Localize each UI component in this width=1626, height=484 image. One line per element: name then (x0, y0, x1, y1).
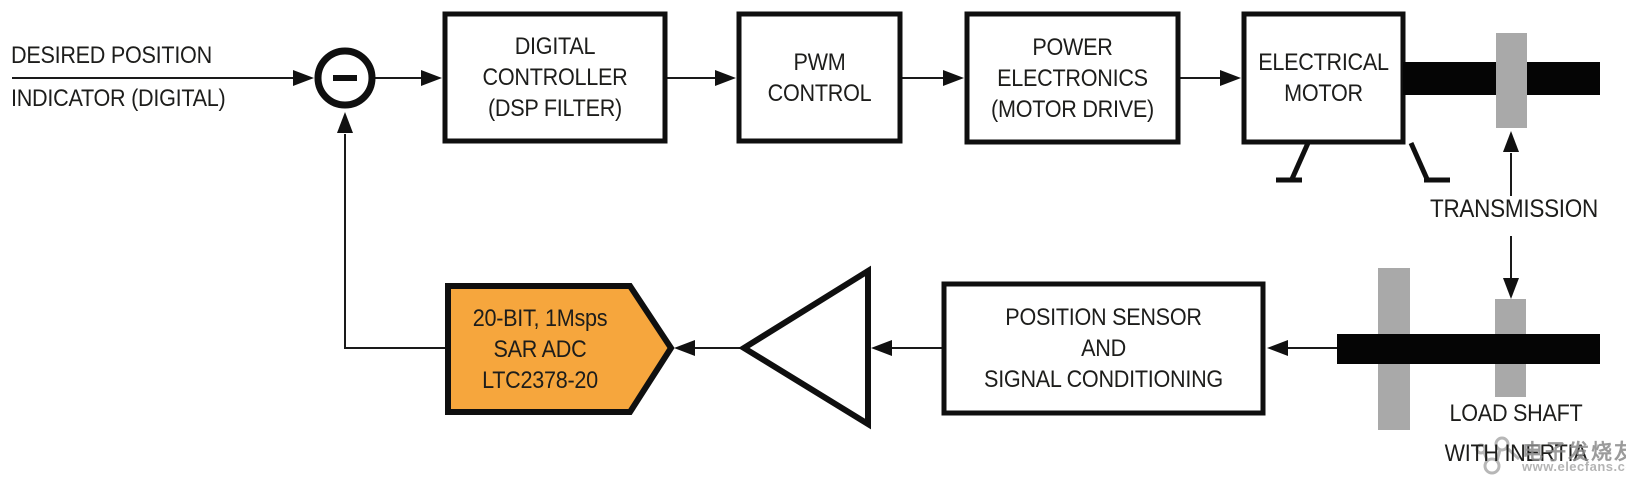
signal-lines (12, 77, 1512, 349)
block-text: PWM (793, 48, 846, 76)
position-sensor-label: POSITION SENSOR AND SIGNAL CONDITIONING (960, 284, 1247, 413)
arrowhead-into-pwm-icon (715, 70, 736, 86)
block-text: MOTOR (1284, 80, 1363, 107)
block-text: LTC2378-20 (482, 366, 598, 394)
arrowhead-into-power-icon (943, 70, 964, 86)
block-text: ELECTRONICS (997, 64, 1148, 92)
power-electronics-label: POWER ELECTRONICS (MOTOR DRIVE) (978, 14, 1168, 142)
transmission-label: TRANSMISSION (1419, 194, 1610, 224)
arrowhead-into-amp-icon (871, 340, 892, 356)
block-text: CONTROLLER (482, 64, 628, 91)
arrowheads (293, 70, 1519, 356)
adc-pentagon (445, 283, 675, 415)
adc-label: 20-BIT, 1Msps SAR ADC LTC2378-20 (459, 288, 621, 410)
watermark-logo-icon (1475, 436, 1521, 475)
electrical-motor-box (1241, 11, 1406, 145)
pwm-control-box (736, 11, 903, 144)
block-text: SIGNAL CONDITIONING (984, 366, 1223, 393)
arrowhead-into-summing-icon (293, 70, 314, 86)
block-text: (DSP FILTER) (488, 95, 622, 122)
block-text: ELECTRICAL (1258, 49, 1389, 76)
arrowhead-into-adc-icon (674, 340, 695, 356)
input-signal-label: DESIRED POSITION INDICATOR (DIGITAL) (11, 40, 236, 114)
digital-controller-box (442, 11, 668, 144)
input-signal-line1: DESIRED POSITION (11, 42, 212, 69)
block-text: 20-BIT, 1Msps (472, 304, 608, 332)
adc-to-summing-line (344, 134, 447, 349)
arrowhead-into-sensor-icon (1267, 340, 1288, 356)
amplifier-icon (738, 265, 871, 430)
arrowhead-transmission-down-icon (1503, 278, 1519, 299)
load-shaft (1337, 334, 1600, 364)
block-text: CONTROL (767, 79, 872, 107)
transmission-coupling (1496, 33, 1527, 128)
block-text: POSITION SENSOR (1005, 304, 1202, 331)
watermark-site-url: www.elecfans.com (1522, 459, 1626, 474)
electrical-motor-label: ELECTRICAL MOTOR (1252, 14, 1395, 142)
power-electronics-box (964, 11, 1181, 145)
block-text: AND (1081, 335, 1126, 362)
arrowhead-into-motor-icon (1220, 70, 1241, 86)
block-text: (MOTOR DRIVE) (991, 95, 1154, 123)
transmission-text: TRANSMISSION (1429, 194, 1599, 223)
digital-controller-label: DIGITAL CONTROLLER (DSP FILTER) (456, 14, 654, 141)
load-shaft-line1: LOAD SHAFT (1449, 400, 1583, 427)
pwm-control-label: PWM CONTROL (747, 14, 892, 141)
motor-legs-icon (1276, 141, 1450, 183)
arrowhead-into-controller-icon (421, 70, 442, 86)
watermark-site-name: 电子发烧友 (1522, 441, 1626, 464)
block-text: DIGITAL (514, 33, 596, 60)
arrowhead-into-summing-bottom-icon (337, 112, 353, 133)
block-text: SAR ADC (493, 335, 587, 363)
position-sensor-box (941, 281, 1266, 416)
arrowhead-transmission-up-icon (1503, 131, 1519, 152)
input-signal-line2: INDICATOR (DIGITAL) (11, 85, 226, 112)
block-text: POWER (1032, 33, 1113, 61)
